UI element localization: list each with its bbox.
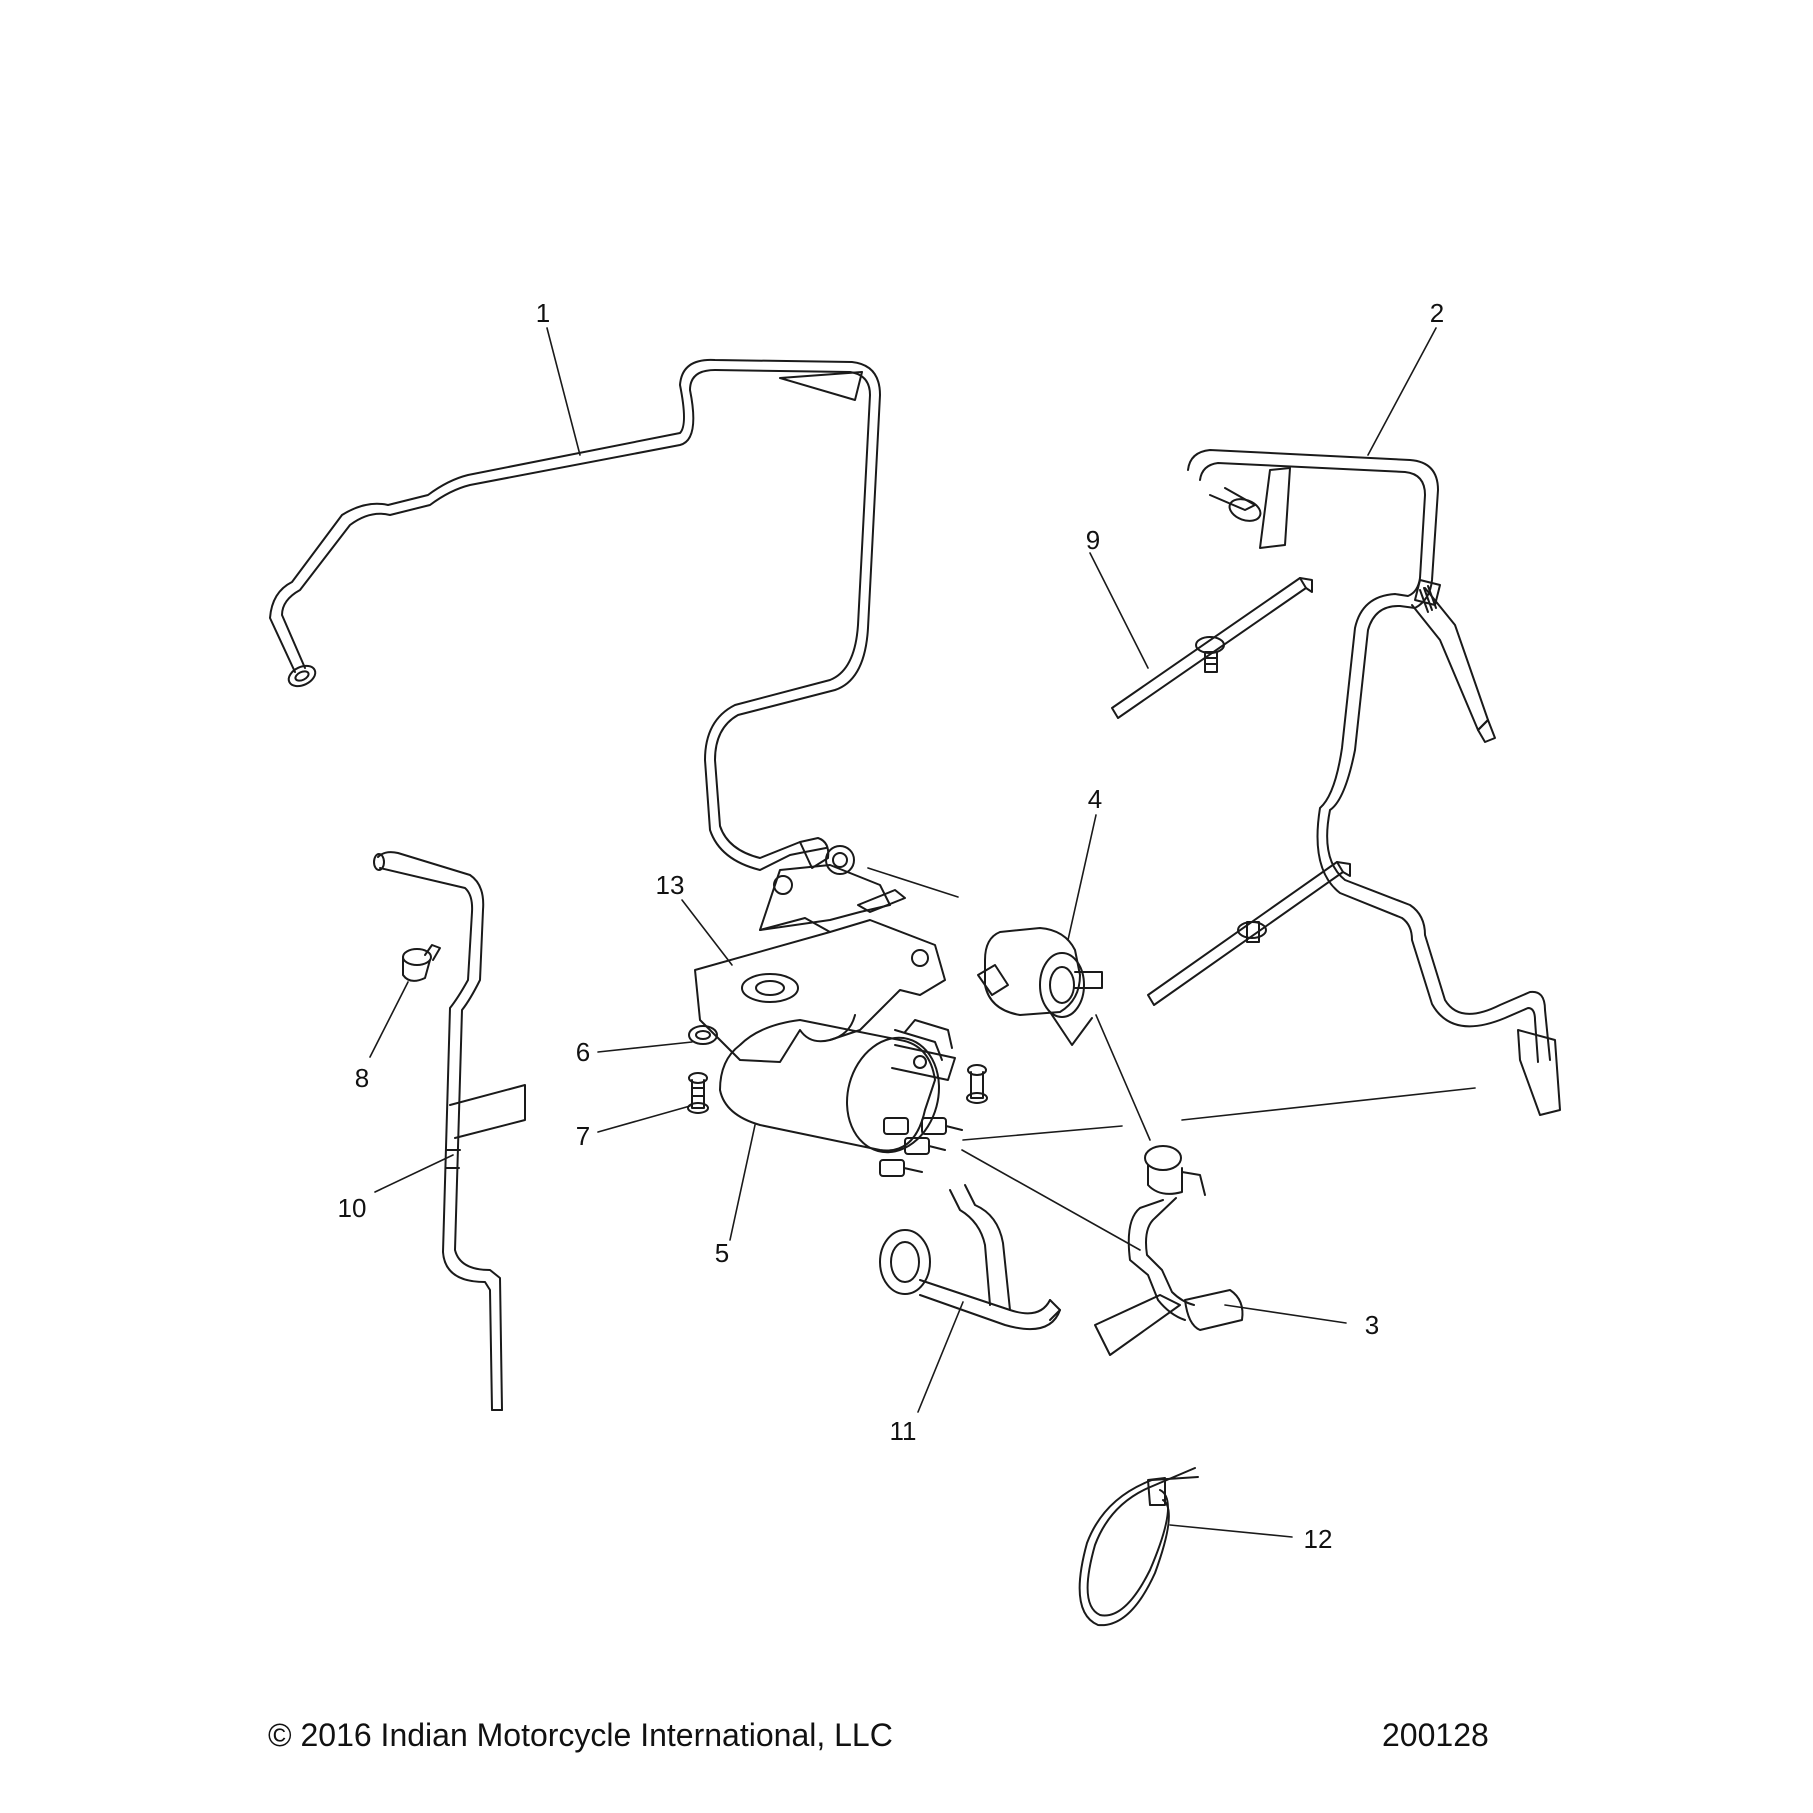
callout-1: 1: [536, 298, 550, 328]
part-7-bolt-right: [966, 1064, 988, 1104]
part-8-fitting: [402, 944, 441, 982]
callout-11: 11: [890, 1416, 917, 1446]
callout-2: 2: [1430, 298, 1444, 328]
connection-lines: [867, 867, 1476, 1251]
part-11-hose-cap: [879, 1184, 1061, 1331]
leader-lines: [369, 327, 1437, 1538]
callout-6: 6: [576, 1037, 590, 1067]
diagram-number: 200128: [1382, 1717, 1489, 1753]
part-1-vent-hose: [269, 358, 881, 875]
callout-5: 5: [715, 1238, 729, 1268]
copyright-notice: © 2016 Indian Motorcycle International, …: [268, 1717, 893, 1753]
part-7-bolt-left: [687, 1072, 709, 1114]
callout-7: 7: [576, 1121, 590, 1151]
part-5-canister: [719, 1019, 956, 1154]
callout-9: 9: [1086, 525, 1100, 555]
callout-4: 4: [1088, 784, 1102, 814]
part-3-elbow-hose: [1094, 1145, 1244, 1356]
part-13-bracket: [694, 864, 946, 1063]
part-9-hose-clip-upper: [1111, 577, 1313, 719]
canister-ports: [879, 1117, 963, 1177]
callout-3: 3: [1365, 1310, 1379, 1340]
part-2-vent-hose: [1187, 449, 1561, 1116]
callout-10: 10: [338, 1193, 367, 1223]
part-6-grommet: [688, 1025, 718, 1045]
callout-13: 13: [656, 870, 685, 900]
part-10-vent-tube: [373, 851, 526, 1411]
part-12-cable-tie: [1078, 1467, 1199, 1627]
part-4-valve: [977, 927, 1103, 1046]
callout-12: 12: [1304, 1524, 1333, 1554]
part-9-hose-clip-lower: [1147, 861, 1351, 1006]
callout-labels: 1 2 3 4 5 6 7 8 9 10 11 12 13: [338, 298, 1445, 1554]
callout-8: 8: [355, 1063, 369, 1093]
